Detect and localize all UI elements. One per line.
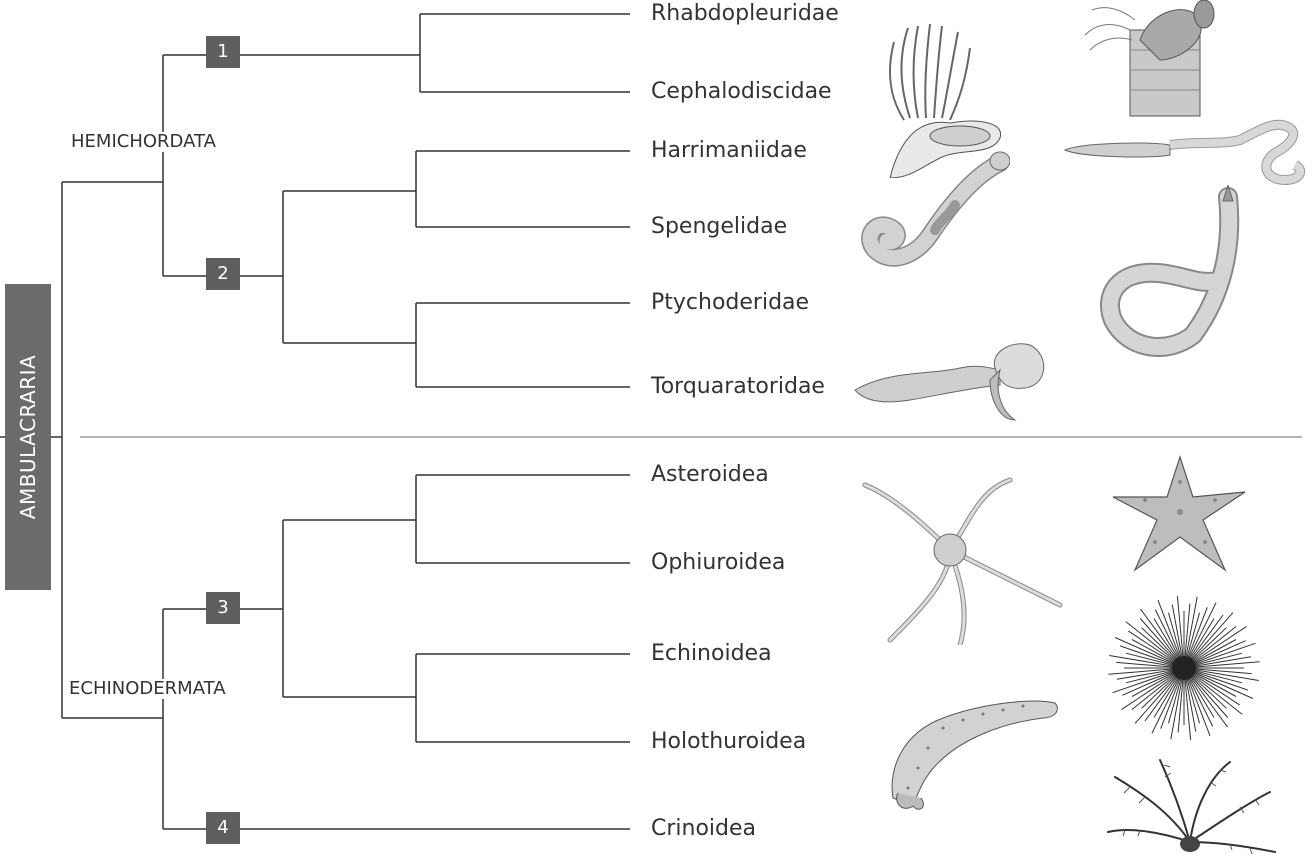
spengelid-worm-illustration (855, 145, 1010, 275)
node-1-badge: 1 (206, 36, 240, 68)
feather-star-illustration (1100, 752, 1280, 862)
taxon-asteroidea: Asteroidea (651, 463, 769, 487)
taxon-crinoidea: Crinoidea (651, 817, 756, 841)
root-label: AMBULACRARIA (5, 284, 51, 590)
taxon-echinoidea: Echinoidea (651, 642, 772, 666)
sea-cucumber-illustration (883, 688, 1063, 813)
ambulacraria-label: AMBULACRARIA (16, 355, 40, 519)
taxon-spengelidae: Spengelidae (651, 215, 787, 239)
taxon-ophiuroidea: Ophiuroidea (651, 551, 785, 575)
group-echinodermata: ECHINODERMATA (67, 679, 228, 699)
taxon-rhabdopleuridae: Rhabdopleuridae (651, 2, 839, 26)
group-hemichordata: HEMICHORDATA (69, 132, 218, 152)
node-3-badge: 3 (206, 592, 240, 624)
node-2-badge: 2 (206, 258, 240, 290)
taxon-holothuroidea: Holothuroidea (651, 730, 806, 754)
ptychoderid-worm-illustration (1098, 185, 1268, 360)
sea-star-illustration (1105, 452, 1255, 577)
rhabdopleura-illustration (1080, 0, 1230, 118)
harrimaniid-worm-illustration (1060, 115, 1312, 195)
brittle-star-illustration (860, 470, 1065, 645)
taxon-cephalodiscidae: Cephalodiscidae (651, 80, 832, 104)
node-4-badge: 4 (206, 812, 240, 844)
taxon-ptychoderidae: Ptychoderidae (651, 291, 809, 315)
taxon-torquaratoridae: Torquaratoridae (651, 375, 825, 399)
torquaratorid-worm-illustration (850, 340, 1055, 430)
sea-urchin-illustration (1102, 588, 1267, 748)
taxon-harrimaniidae: Harrimaniidae (651, 139, 807, 163)
